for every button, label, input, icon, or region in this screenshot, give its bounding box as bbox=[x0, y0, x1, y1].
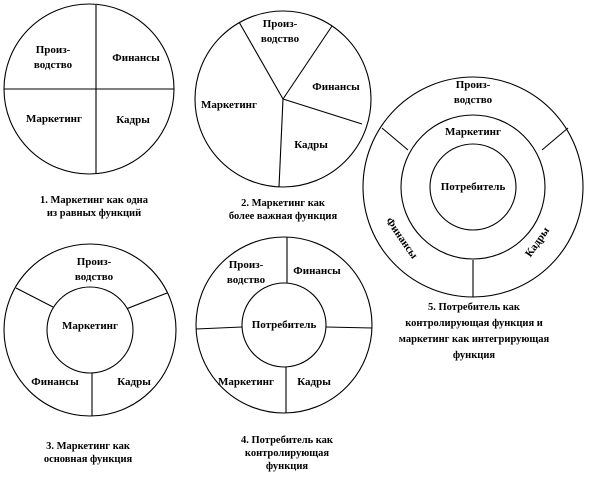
diagram-4-caption-2: контролирующая bbox=[245, 448, 329, 459]
diagram-2-divider-bottom bbox=[278, 98, 284, 188]
diagram-3-production-label-1: Произ- bbox=[77, 256, 112, 268]
diagram-1-production-label-2: водство bbox=[34, 59, 73, 71]
diagram-2-divider-top-left bbox=[238, 21, 284, 100]
diagram-1-finance-label: Финансы bbox=[112, 52, 160, 64]
diagram-5-caption-1: 5. Потребитель как bbox=[428, 302, 521, 313]
diagram-3-personnel-label: Кадры bbox=[117, 376, 151, 388]
diagram-3-caption-2: основная функция bbox=[44, 454, 133, 465]
diagram-3-inner-circle bbox=[46, 286, 134, 374]
diagram-3-caption-1: 3. Маркетинг как bbox=[46, 441, 131, 452]
diagram-4-consumer-label: Потребитель bbox=[252, 319, 317, 331]
diagram-4-finance-label: Финансы bbox=[293, 265, 341, 277]
diagram-5-divider-top-left bbox=[381, 127, 409, 151]
diagram-2-divider-top-right bbox=[282, 25, 333, 100]
diagram-2-production-label-1: Произ- bbox=[263, 18, 298, 30]
diagram-4-marketing-label: Маркетинг bbox=[218, 376, 274, 388]
diagram-5-production-label-1: Произ- bbox=[456, 79, 491, 91]
diagram-2-finance-label: Финансы bbox=[312, 81, 360, 93]
diagram-2-caption-1: 2. Маркетинг как bbox=[241, 198, 326, 209]
diagram-2: Произ- водство Финансы Маркетинг Кадры 2… bbox=[194, 10, 372, 222]
diagram-4-inner-circle bbox=[241, 282, 327, 368]
diagram-1-caption-2: из равных функций bbox=[47, 208, 141, 219]
diagram-2-marketing-label: Маркетинг bbox=[201, 99, 257, 111]
diagram-2-divider-right bbox=[282, 98, 363, 125]
diagram-3-production-label-2: водство bbox=[75, 271, 114, 283]
diagram-3-divider-right bbox=[125, 292, 168, 310]
diagram-1-marketing-label: Маркетинг bbox=[26, 113, 82, 125]
diagram-4-caption-1: 4. Потребитель как bbox=[241, 435, 334, 446]
diagram-4-production-label-1: Произ- bbox=[229, 259, 264, 271]
diagram-5-caption-2: контролирующая функция и bbox=[405, 318, 543, 329]
diagram-3-marketing-label: Маркетинг bbox=[62, 320, 118, 332]
diagram-1-caption-1: 1. Маркетинг как одна bbox=[40, 195, 149, 206]
diagram-2-personnel-label: Кадры bbox=[294, 139, 328, 151]
diagram-4-personnel-label: Кадры bbox=[297, 376, 331, 388]
diagram-4-divider-left bbox=[195, 326, 243, 330]
diagram-3: Произ- водство Маркетинг Финансы Кадры 3… bbox=[3, 243, 177, 465]
diagram-1: Произ- водство Финансы Маркетинг Кадры 1… bbox=[3, 3, 175, 219]
diagram-5-marketing-label: Маркетинг bbox=[445, 126, 501, 138]
diagram-4-divider-right bbox=[325, 326, 373, 329]
diagram-3-finance-label: Финансы bbox=[31, 376, 79, 388]
diagram-5: Произ- водство Маркетинг Потребитель Фин… bbox=[362, 76, 584, 361]
diagram-5-production-label-2: водство bbox=[454, 94, 493, 106]
diagram-5-consumer-label: Потребитель bbox=[441, 181, 506, 193]
diagram-5-caption-3: маркетинг как интегрирующая bbox=[399, 334, 550, 345]
diagram-5-divider-top-right bbox=[541, 127, 569, 151]
diagram-5-inner-circle bbox=[429, 143, 517, 231]
diagram-4: Произ- водство Финансы Потребитель Марке… bbox=[195, 236, 373, 472]
diagram-1-personnel-label: Кадры bbox=[116, 114, 150, 126]
diagram-5-caption-4: функция bbox=[453, 350, 495, 361]
diagram-4-production-label-2: водство bbox=[227, 274, 266, 286]
diagram-2-production-label-2: водство bbox=[261, 33, 300, 45]
diagram-3-divider-left bbox=[15, 287, 54, 308]
diagram-1-production-label-1: Произ- bbox=[36, 44, 71, 56]
diagram-2-caption-2: более важная функция bbox=[229, 211, 338, 222]
diagram-4-caption-3: функция bbox=[266, 461, 308, 472]
